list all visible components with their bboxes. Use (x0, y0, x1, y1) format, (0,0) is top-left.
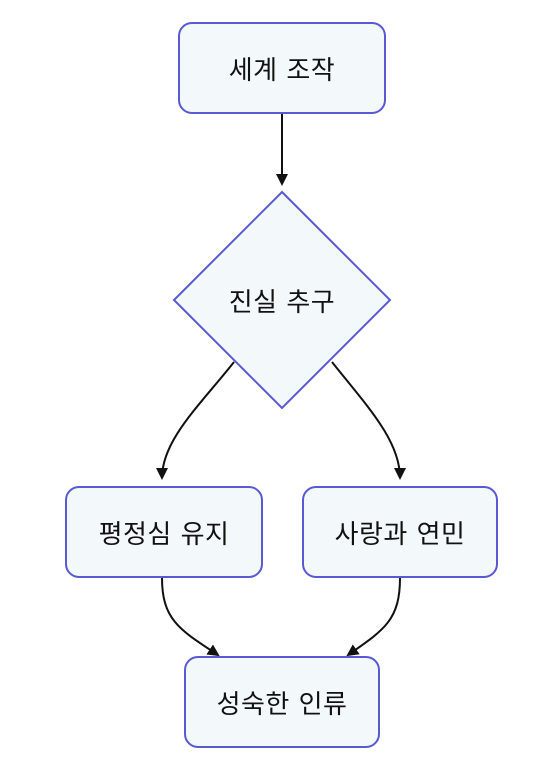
node-world-manipulation-label: 세계 조작 (228, 55, 336, 86)
edge-truth-to-love (331, 361, 406, 480)
node-love-compassion-label: 사랑과 연민 (334, 519, 466, 550)
node-truth-seeking[interactable]: 진실 추구 (174, 270, 390, 330)
node-equanimity-label: 평정심 유지 (98, 519, 230, 550)
node-equanimity[interactable]: 평정심 유지 (65, 486, 263, 578)
edge-equanimity-to-mature (161, 577, 220, 657)
node-love-compassion[interactable]: 사랑과 연민 (302, 486, 498, 578)
edge-truth-to-equanimity (156, 361, 235, 480)
edge-love-to-mature (346, 577, 401, 657)
node-mature-humanity-label: 성숙한 인류 (216, 689, 348, 720)
node-mature-humanity[interactable]: 성숙한 인류 (184, 656, 380, 748)
truth-seeking-diamond[interactable] (172, 190, 392, 410)
node-world-manipulation[interactable]: 세계 조작 (178, 22, 386, 114)
node-truth-seeking-label: 진실 추구 (228, 287, 336, 318)
